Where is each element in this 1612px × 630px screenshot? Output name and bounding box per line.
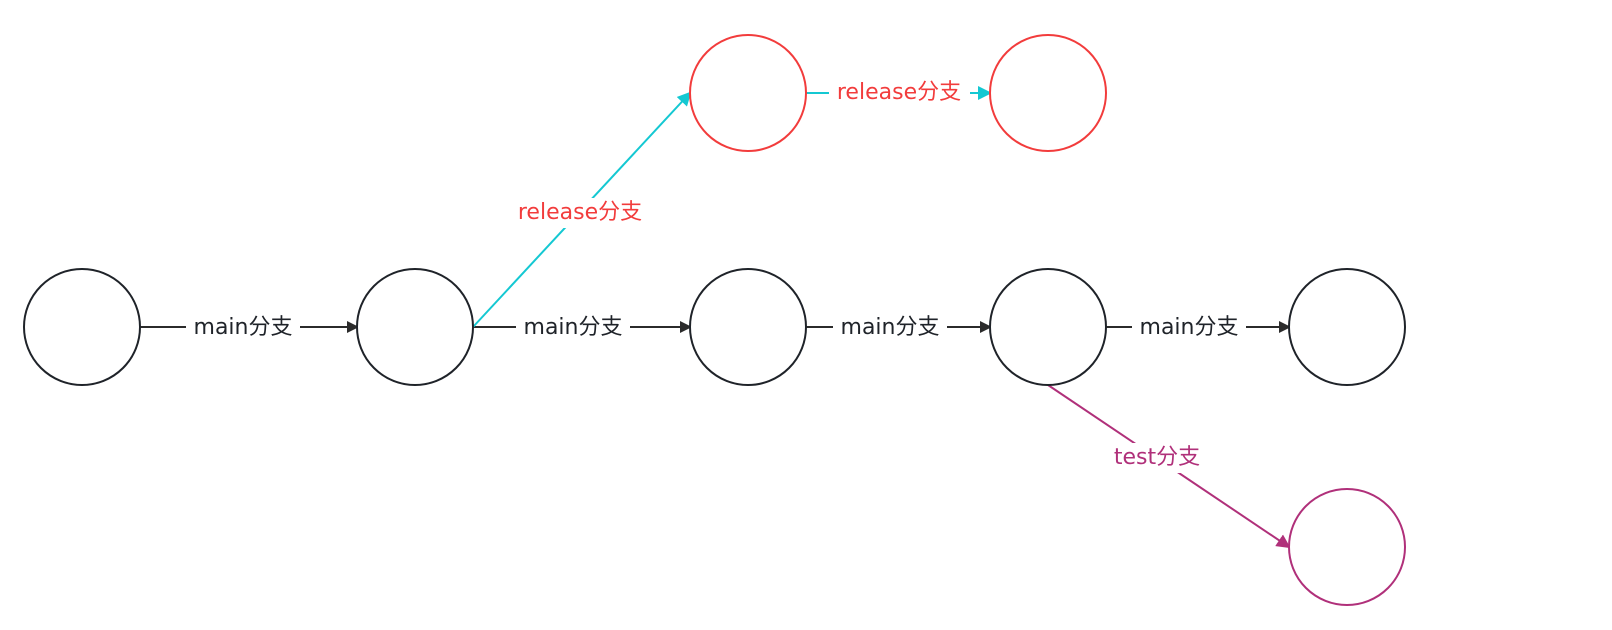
node-main-4 [989,268,1107,386]
label-test-1: test分支 [1114,445,1200,470]
node-release-1 [689,34,807,152]
node-main-1 [23,268,141,386]
label-release-1: release分支 [518,200,642,225]
node-release-2 [989,34,1107,152]
node-test-1 [1288,488,1406,606]
label-release-2: release分支 [837,80,961,105]
label-main-4: main分支 [1140,315,1239,340]
label-main-2: main分支 [524,315,623,340]
node-main-2 [356,268,474,386]
node-main-5 [1288,268,1406,386]
node-main-3 [689,268,807,386]
label-main-3: main分支 [841,315,940,340]
label-main-1: main分支 [194,315,293,340]
